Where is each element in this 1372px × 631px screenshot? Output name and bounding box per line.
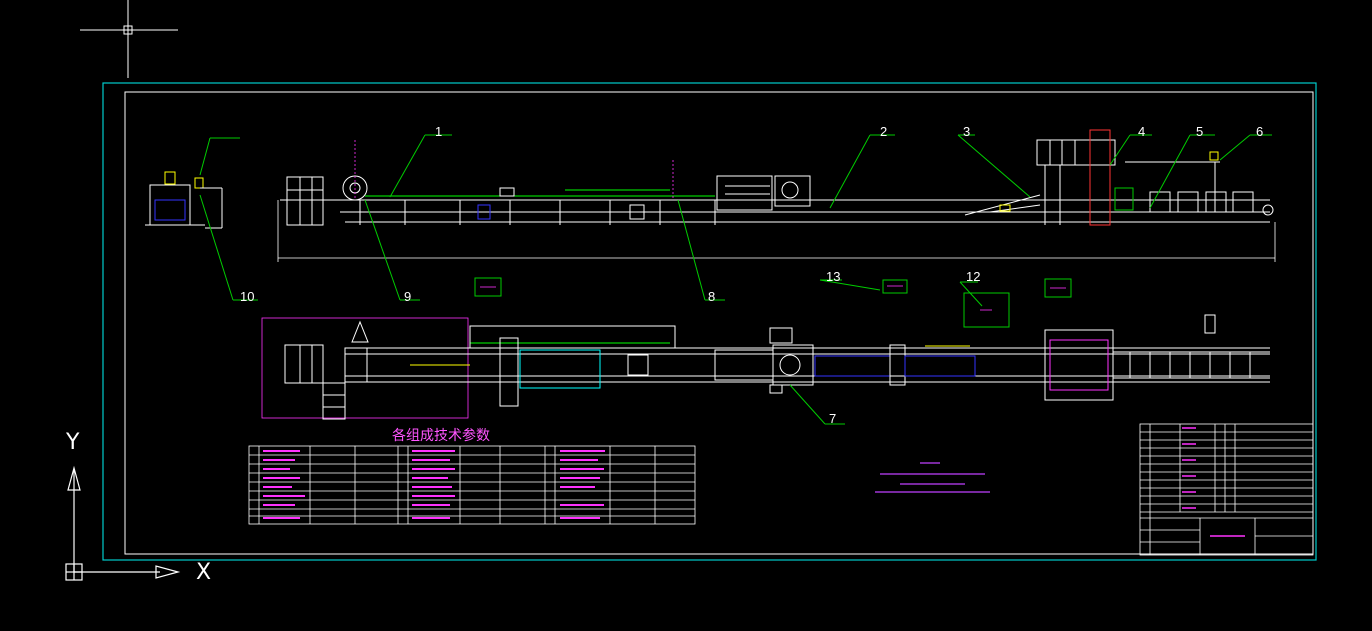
dimension-line-overall: [277, 200, 1276, 262]
callout-2: 2: [880, 124, 888, 139]
callout-9: 9: [404, 289, 412, 304]
callout-6: 6: [1256, 124, 1264, 139]
tag-text-marks: [480, 285, 1066, 311]
title-block-text-marks: [1182, 427, 1245, 537]
small-tags: [474, 277, 1072, 328]
side-elevation: [280, 129, 1274, 226]
callout-7: 7: [829, 411, 837, 426]
outer-frame: [102, 82, 1317, 561]
callout-1: 1: [435, 124, 443, 139]
plan-view: [261, 314, 1270, 420]
leader-lines: [199, 134, 1272, 425]
centre-marks: [354, 140, 674, 200]
callout-5: 5: [1196, 124, 1204, 139]
callout-3: 3: [963, 124, 971, 139]
parameter-table: [248, 445, 696, 525]
callout-13: 13: [826, 269, 841, 284]
inner-frame: [124, 91, 1314, 555]
callout-8: 8: [708, 289, 716, 304]
crosshair-cursor: [80, 0, 178, 78]
notes-marks: [875, 462, 990, 493]
parameter-table-title: 各组成技术参数: [392, 428, 490, 444]
callout-10: 10: [240, 289, 255, 304]
axis-label-y: Y: [66, 430, 80, 455]
parameter-table-text-marks: [263, 450, 605, 519]
callout-12: 12: [966, 269, 981, 284]
side-unit-view: [145, 171, 223, 229]
title-block: [1139, 423, 1314, 556]
callout-4: 4: [1138, 124, 1146, 139]
axis-label-x: X: [196, 560, 212, 585]
ucs-icon: [65, 465, 181, 581]
